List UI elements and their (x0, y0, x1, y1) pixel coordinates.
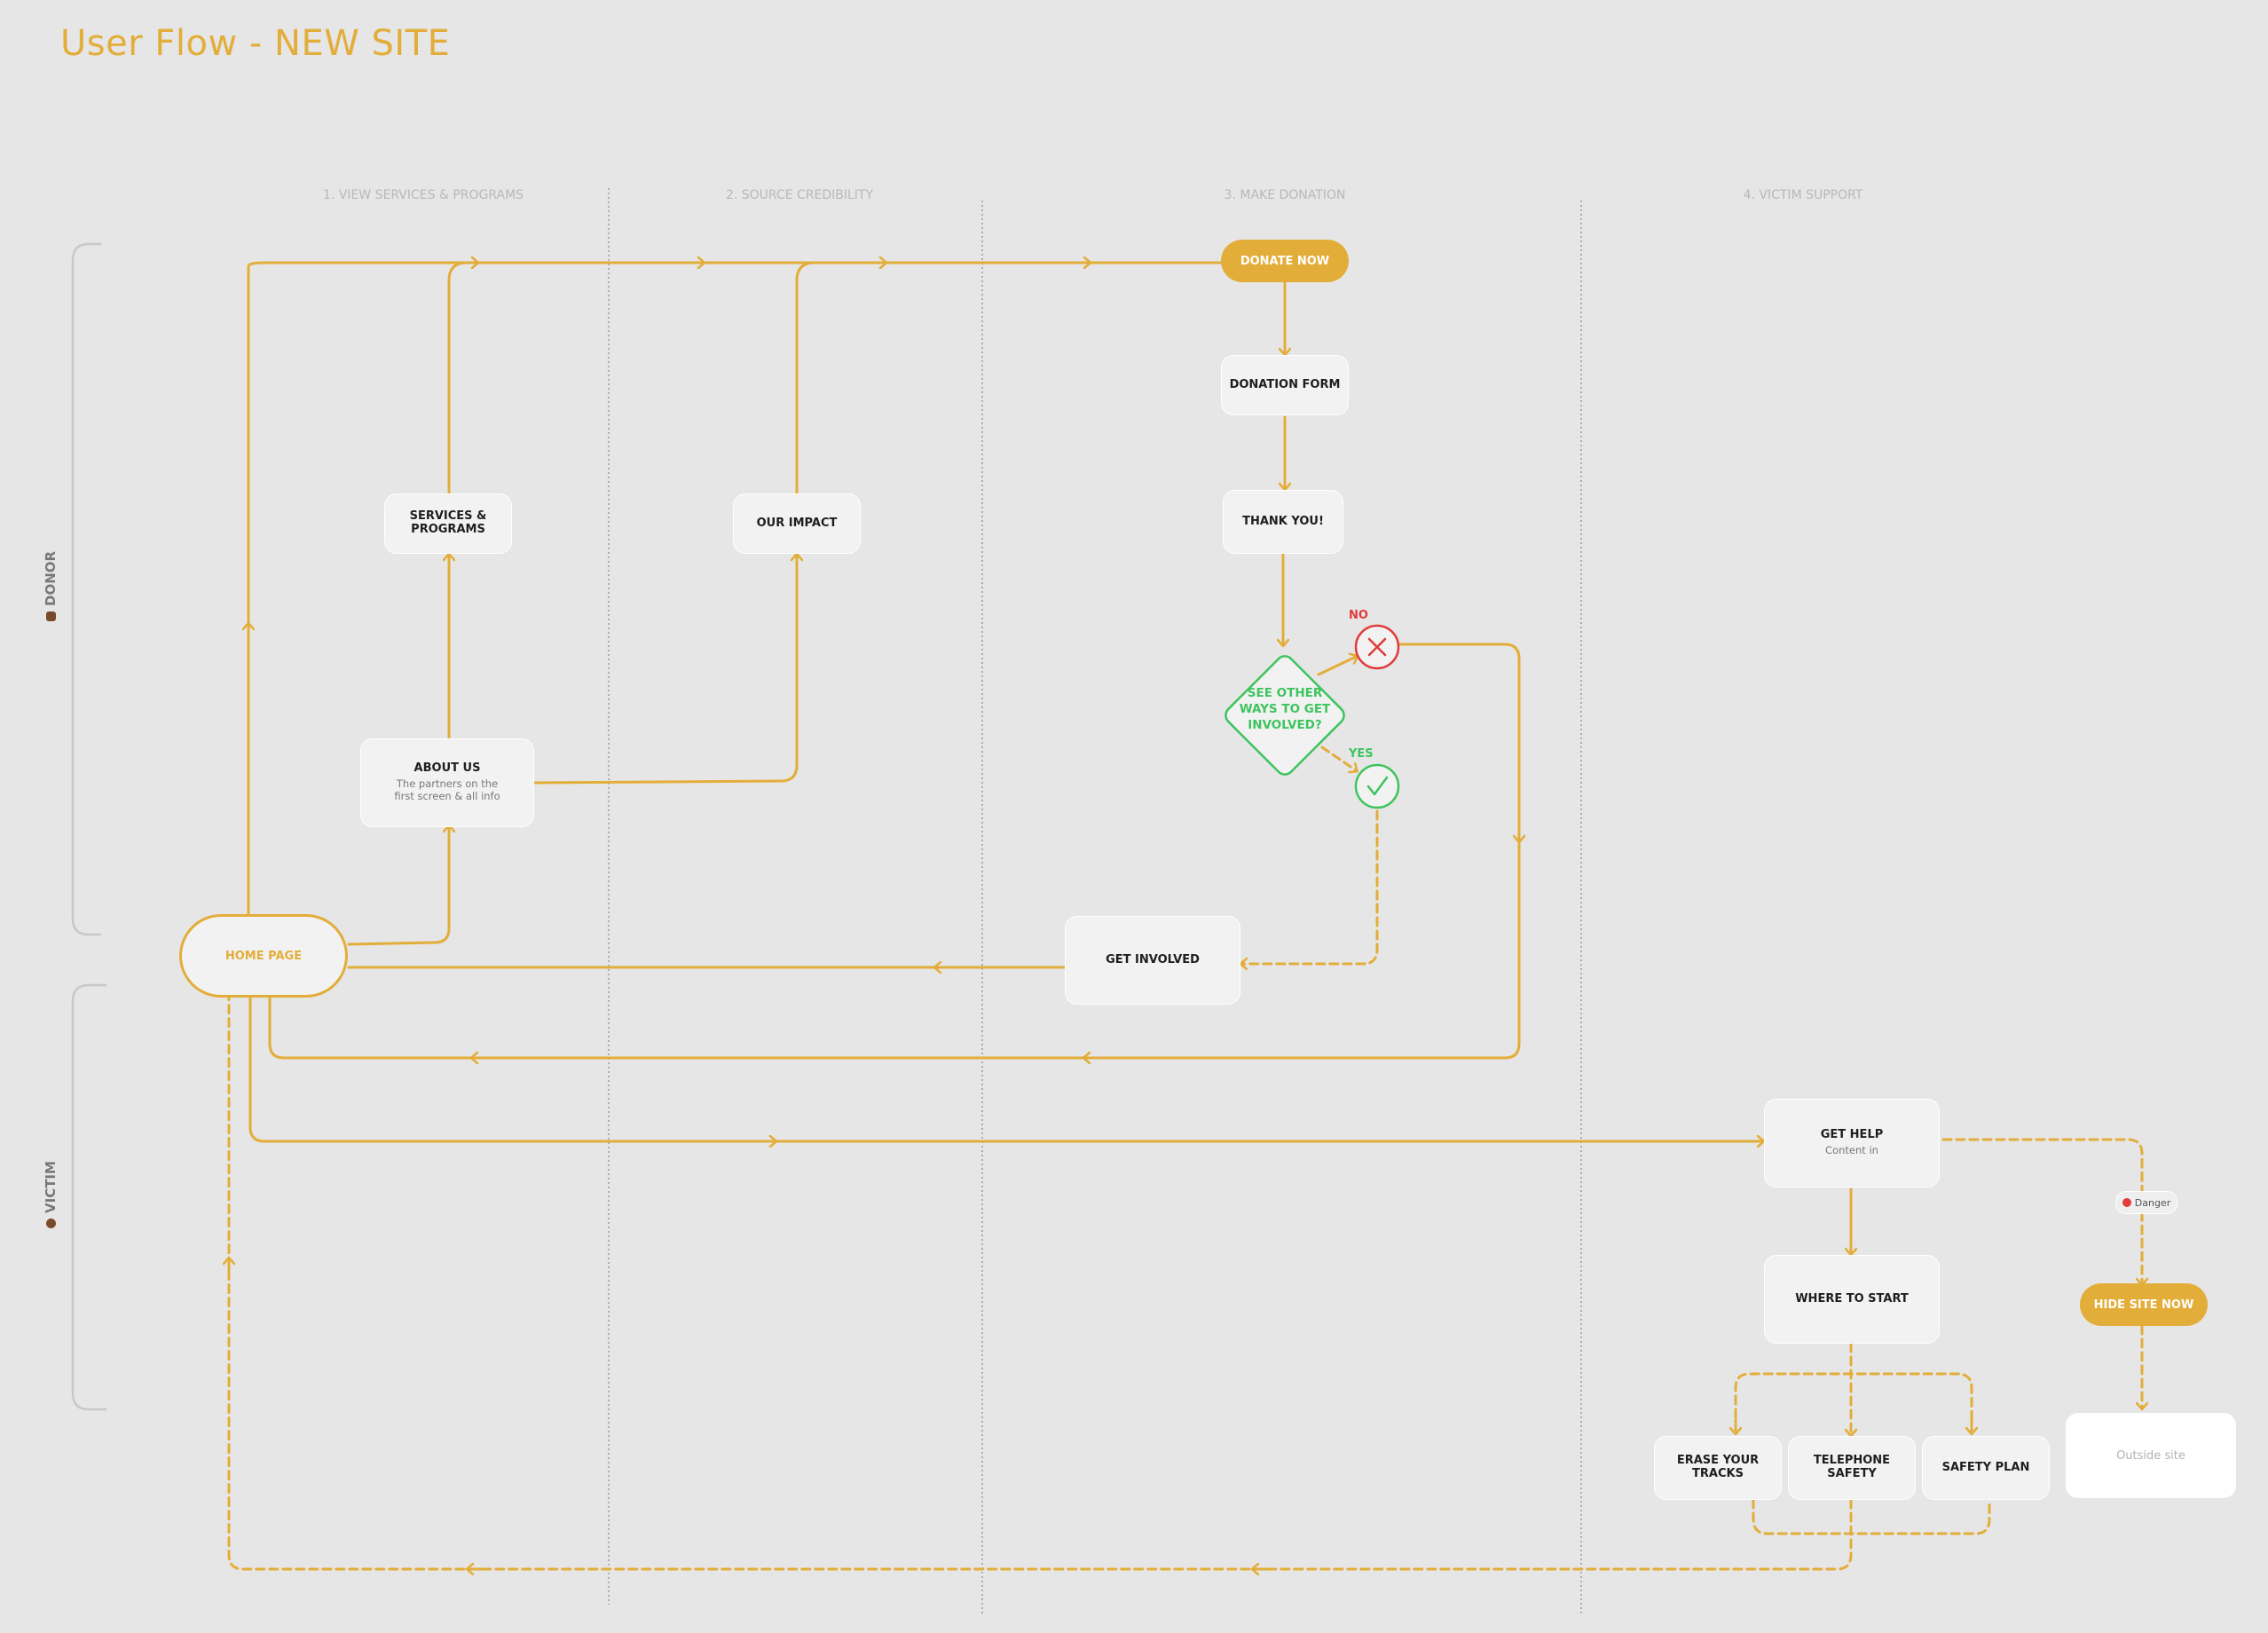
our-impact-node[interactable]: OUR IMPACT (733, 493, 861, 554)
donation-form-node[interactable]: DONATION FORM (1221, 355, 1349, 415)
edge-home-to-get-help (248, 996, 1762, 1141)
get-help-subtitle: Content in (1825, 1144, 1878, 1157)
yes-label: YES (1349, 747, 1374, 761)
telephone-safety-node[interactable]: TELEPHONE SAFETY (1788, 1436, 1916, 1500)
lane-label-donor: DONOR (43, 551, 59, 621)
lane-label-victim: VICTIM (43, 1161, 59, 1228)
about-us-subtitle: The partners on the first screen & all i… (394, 777, 500, 802)
edge-home-to-donate (247, 261, 1223, 916)
outside-site-node: Outside site (2066, 1413, 2236, 1498)
no-label: NO (1349, 609, 1368, 622)
lane-brackets (71, 242, 106, 1411)
donor-icon (46, 611, 56, 621)
erase-tracks-label: ERASE YOUR TRACKS (1676, 1454, 1760, 1480)
hide-site-now-button[interactable]: HIDE SITE NOW (2080, 1283, 2208, 1326)
page-title: User Flow - NEW SITE (60, 23, 451, 64)
get-involved-node[interactable]: GET INVOLVED (1065, 916, 1240, 1005)
services-programs-node[interactable]: SERVICES & PROGRAMS (384, 493, 512, 554)
edge-services-to-top (447, 261, 469, 495)
edge-children-merge (1752, 1498, 1991, 1535)
decision-diamond (1225, 655, 1345, 776)
no-icon (1354, 624, 1400, 670)
donate-now-button[interactable]: DONATE NOW (1221, 240, 1349, 282)
edge-gethelp-to-hide (1941, 1138, 2142, 1283)
about-us-label: ABOUT US (413, 761, 481, 776)
edge-impact-to-top (795, 261, 816, 495)
erase-tracks-node[interactable]: ERASE YOUR TRACKS (1654, 1436, 1782, 1500)
victim-icon (46, 1219, 56, 1228)
column-header-services: 1. VIEW SERVICES & PROGRAMS (322, 188, 524, 202)
column-header-credibility: 2. SOURCE CREDIBILITY (725, 188, 874, 202)
column-header-donation: 3. MAKE DONATION (1224, 188, 1346, 202)
edge-decision-no (1317, 657, 1356, 676)
services-programs-label: SERVICES & PROGRAMS (409, 509, 487, 536)
edge-home-to-about (347, 827, 449, 946)
edge-about-to-impact (533, 556, 797, 785)
decision-label: SEE OTHER WAYS TO GET INVOLVED? (1239, 686, 1331, 733)
edge-no-to-home (268, 643, 1521, 1060)
danger-badge: Danger (2115, 1191, 2177, 1214)
get-help-label: GET HELP (1820, 1128, 1884, 1142)
yes-check-icon (1354, 763, 1400, 809)
edge-victim-return-home (227, 996, 1853, 1571)
danger-dot-icon (2122, 1198, 2131, 1207)
safety-plan-node[interactable]: SAFETY PLAN (1922, 1436, 2050, 1500)
danger-badge-label: Danger (2134, 1196, 2171, 1209)
column-dividers (608, 188, 1582, 1613)
home-page-node[interactable]: HOME PAGE (179, 914, 348, 998)
column-header-victim-support: 4. VICTIM SUPPORT (1743, 188, 1863, 202)
edge-decision-yes (1320, 746, 1356, 770)
where-to-start-node[interactable]: WHERE TO START (1764, 1255, 1940, 1344)
get-help-node[interactable]: GET HELP Content in (1764, 1099, 1940, 1187)
thank-you-node[interactable]: THANK YOU! (1223, 490, 1343, 554)
about-us-node[interactable]: ABOUT US The partners on the first scree… (360, 738, 534, 827)
edge-yes-to-get-involved (1242, 809, 1379, 964)
